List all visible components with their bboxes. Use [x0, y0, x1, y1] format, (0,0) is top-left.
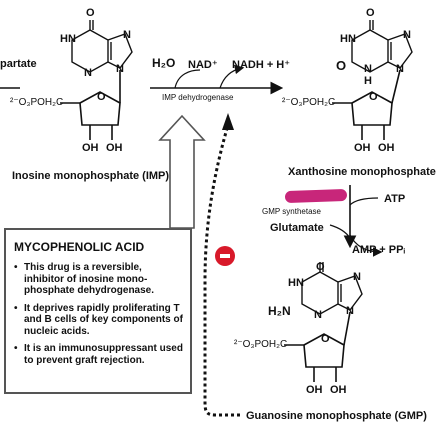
gmp-ribose: [284, 311, 351, 382]
inhibition-icon: [215, 246, 235, 266]
enzyme-gmp-synthetase: GMP synthetase: [262, 207, 321, 216]
feedback-dotted-line: [203, 124, 240, 417]
imp-phosphate: ²⁻O₃POH₂C: [10, 97, 64, 108]
xmp-phosphate: ²⁻O₃POH₂C: [282, 97, 336, 108]
gmp-ring-oxygen: O: [321, 333, 330, 345]
imp-oxygen: O: [86, 7, 95, 19]
gmp-n9: N: [346, 305, 354, 317]
xmp-ribose: [332, 69, 401, 140]
xmp-purine-ring: [351, 20, 413, 73]
gmp-oh-right: OH: [330, 384, 347, 396]
glutamate-curve: [329, 224, 351, 239]
imp-purine-ring: [71, 20, 133, 73]
amp-curve: [349, 234, 383, 257]
nadh-label: NADH + H⁺: [232, 59, 291, 71]
inosine-label: Inosine monophosphate (IMP): [12, 170, 170, 182]
atp-label: ATP: [384, 193, 406, 205]
imp-n7: N: [123, 29, 131, 41]
nad-label: NAD⁺: [188, 59, 218, 71]
imp-oh-right: OH: [106, 142, 123, 154]
callout-arrow: [158, 114, 206, 229]
imp-n3: N: [84, 67, 92, 79]
note-list: This drug is a reversible, inhibitor of …: [14, 262, 184, 366]
xmp-hn: HN: [340, 33, 356, 45]
glutamate-label: Glutamate: [270, 222, 324, 234]
xmp-oh-right: OH: [378, 142, 395, 154]
feedback-arrowhead: [222, 113, 234, 130]
gmp-hn: HN: [288, 277, 304, 289]
xmp-oh-left: OH: [354, 142, 371, 154]
enzyme-imp-dehydrogenase: IMP dehydrogenase: [162, 93, 234, 102]
gmp-oxygen: O: [316, 261, 325, 273]
gmp-purine-ring: [301, 262, 363, 315]
guanosine-label: Guanosine monophosphate (GMP): [246, 410, 427, 422]
note-item: It is an immunosuppressant used to preve…: [14, 343, 184, 366]
imp-n9: N: [116, 63, 124, 75]
h2o-label: H₂O: [152, 56, 176, 70]
xmp-h: H: [364, 75, 372, 87]
note-item: It deprives rapidly proliferating T and …: [14, 303, 184, 338]
xmp-n9: N: [396, 63, 404, 75]
nadh-curve: [219, 64, 245, 89]
imp-hn: HN: [60, 33, 76, 45]
xmp-oxygen-top: O: [366, 7, 375, 19]
gmp-oh-left: OH: [306, 384, 323, 396]
note-title: MYCOPHENOLIC ACID: [14, 240, 145, 254]
nad-curve: [174, 69, 201, 89]
xmp-oxygen-left: O: [336, 58, 347, 73]
highlight-mark: [284, 188, 348, 204]
gmp-n3: N: [314, 309, 322, 321]
amp-ppi-label: AMP + PPᵢ: [352, 244, 406, 256]
xmp-ring-oxygen: O: [369, 91, 378, 103]
note-item: This drug is a reversible, inhibitor of …: [14, 262, 184, 297]
gmp-h2n: H₂N: [268, 304, 291, 318]
gmp-phosphate: ²⁻O₃POH₂C: [234, 339, 288, 350]
imp-ring-oxygen: O: [97, 91, 106, 103]
imp-ribose: [60, 70, 121, 140]
xanthosine-label: Xanthosine monophosphate: [288, 166, 436, 178]
imp-oh-left: OH: [82, 142, 99, 154]
gmp-n7: N: [353, 271, 361, 283]
xmp-n7: N: [403, 29, 411, 41]
atp-curve: [349, 197, 379, 206]
xmp-n3: N: [364, 63, 372, 75]
mycophenolic-acid-box: MYCOPHENOLIC ACID This drug is a reversi…: [4, 228, 192, 394]
partate-label: partate: [0, 58, 37, 70]
